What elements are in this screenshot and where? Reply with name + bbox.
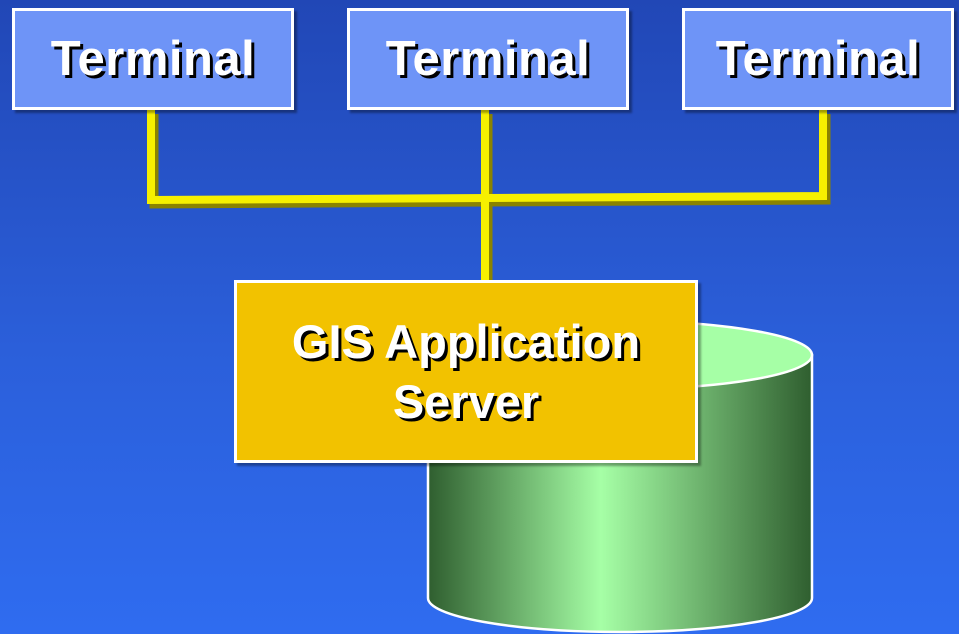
terminal-label-2: Terminal [385,32,591,86]
terminal-label-3: Terminal [715,32,921,86]
terminal-box-3: Terminal [682,8,954,110]
server-label-line1: GIS Application [291,314,641,368]
gis-application-server-box: GIS Application Server [234,280,698,463]
connector-lines [147,110,827,282]
server-label-line2: Server [392,374,540,428]
terminal-box-1: Terminal [12,8,294,110]
terminal-box-2: Terminal [347,8,629,110]
terminal-label-1: Terminal [50,32,256,86]
